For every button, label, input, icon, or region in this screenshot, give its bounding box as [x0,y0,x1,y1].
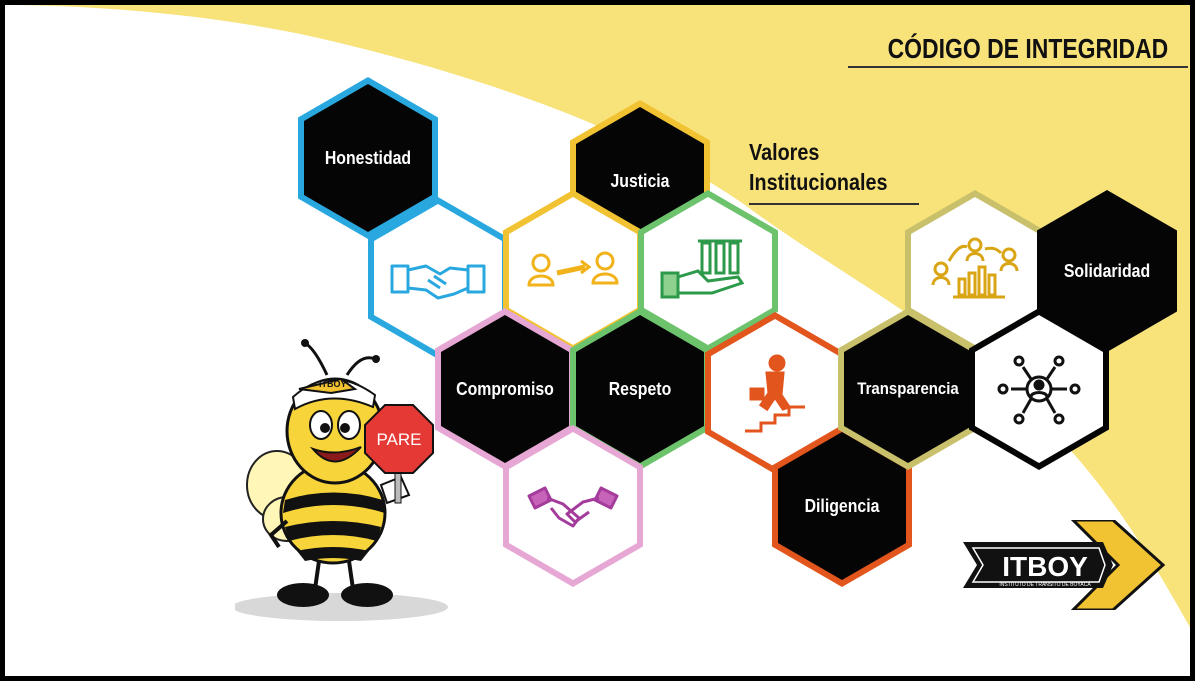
hex-people-network [969,308,1109,470]
hex-respeto: Respeto [570,308,710,470]
hex-compromiso: Compromiso [435,308,575,470]
value-label-transparencia: Transparencia [857,379,959,398]
hex-honestidad: Honestidad [298,77,438,239]
logo-tagline: INSTITUTO DE TRANSITO DE BOYACÁ [999,581,1091,588]
handshake-icon [527,486,619,528]
subtitle-line-1: Valores [749,139,820,165]
bee-mascot-illustration: ITBOY PARE [235,339,448,621]
hand-columns-icon [660,239,745,299]
yellow-background-shape [5,5,1190,628]
value-label-justicia: Justicia [610,170,670,191]
hex-people-transfer [503,190,643,352]
cap-label: ITBOY [319,379,347,389]
people-network-icon [997,355,1081,425]
stop-sign-label: PARE [376,430,421,449]
subtitle-underline [749,203,919,205]
people-transfer-icon [527,251,619,287]
subtitle-line-2: Institucionales [749,169,888,195]
value-label-respeto: Respeto [608,378,672,399]
logo-wordmark: ITBOY [1002,551,1088,582]
value-label-compromiso: Compromiso [456,378,554,399]
handshake-icon [390,264,486,300]
stair-climber-icon [745,354,805,433]
title-underline [848,66,1188,68]
value-label-solidaridad: Solidaridad [1063,260,1151,281]
hex-handshake-purple [503,425,643,587]
page-title: CÓDIGO DE INTEGRIDAD [887,33,1168,64]
value-label-diligencia: Diligencia [804,495,880,516]
value-label-honestidad: Honestidad [324,147,412,168]
team-growth-icon [931,237,1019,299]
section-subtitle: Valores Institucionales [749,137,888,197]
itboy-logo: ITBOY INSTITUTO DE TRANSITO DE BOYACÁ [963,520,1166,610]
